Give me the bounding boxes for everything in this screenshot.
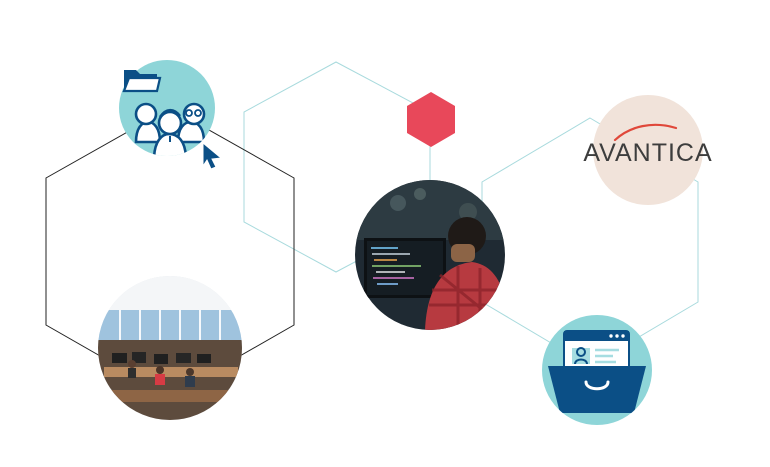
developer-coding-photo — [355, 180, 505, 330]
red-hexagon — [407, 92, 455, 147]
avantica-logo: AVANTICA — [583, 95, 712, 205]
logo-text: AVANTICA — [583, 139, 712, 167]
open-folder-profile-icon — [542, 315, 652, 425]
cursor-icon — [202, 141, 223, 170]
folder-icon — [122, 70, 162, 93]
logo-arc — [613, 123, 678, 142]
team-icon — [119, 60, 215, 156]
open-office-photo — [98, 276, 242, 420]
